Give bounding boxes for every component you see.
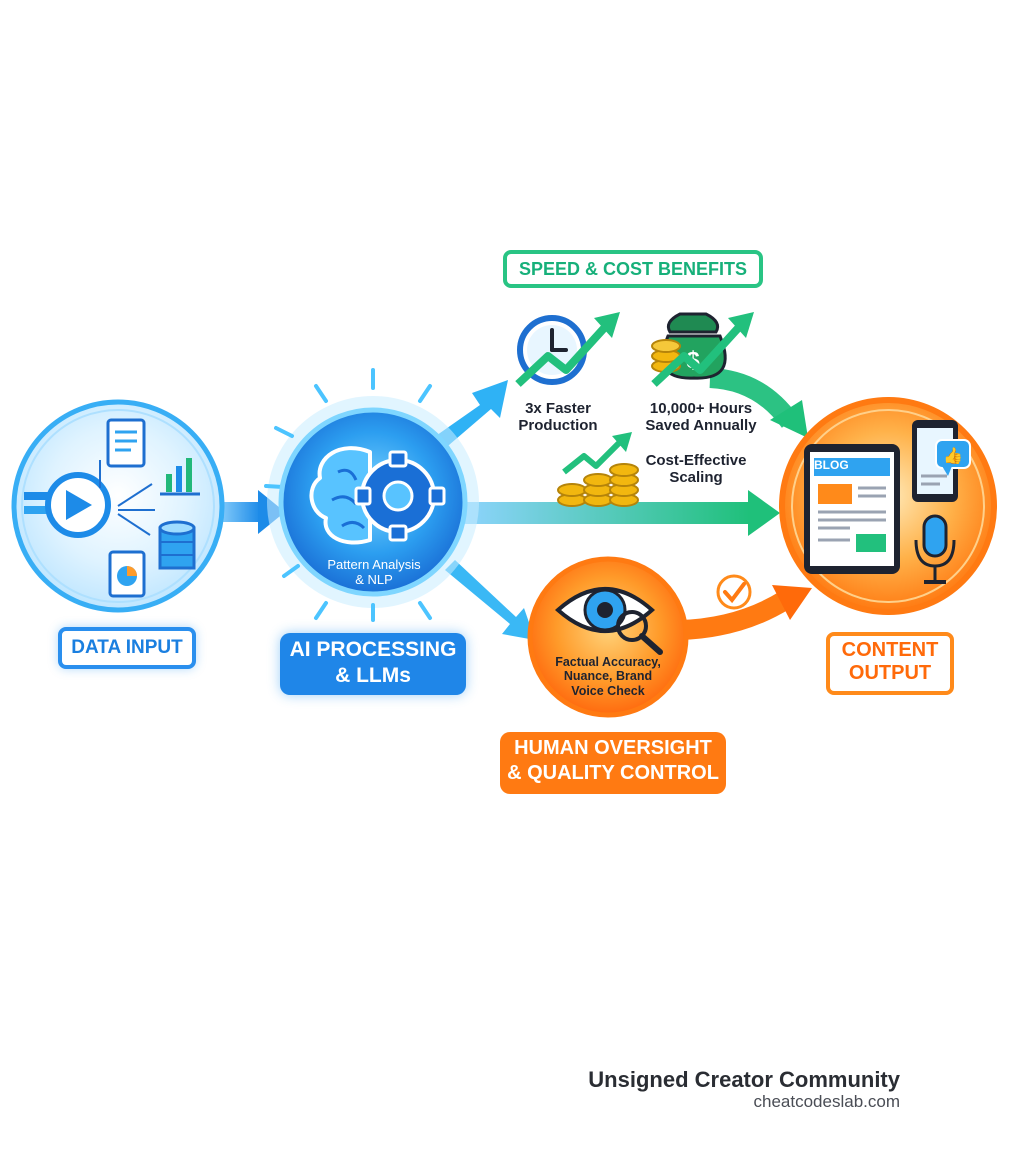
- benefits-title: SPEED & COST BENEFITS: [503, 250, 763, 288]
- tablet-icon: [804, 444, 900, 574]
- benefit-cost-effective: Cost-Effective Scaling: [636, 452, 756, 487]
- brain-icon: [309, 446, 372, 545]
- human-oversight-label: HUMAN OVERSIGHT & QUALITY CONTROL: [500, 732, 726, 794]
- data-input-label: DATA INPUT: [58, 627, 196, 669]
- benefit-line1: 3x Faster: [525, 400, 591, 417]
- benefit-hours-saved: 10,000+ Hours Saved Annually: [636, 400, 766, 435]
- ai-inner-line1: Pattern Analysis: [327, 557, 421, 572]
- ai-processing-inner-text: Pattern Analysis & NLP: [310, 557, 438, 588]
- arrow-ai-to-output: [460, 490, 780, 536]
- coin-stack-icon: [651, 312, 754, 387]
- arrow-oversight-to-output: [679, 585, 812, 640]
- ai-processing-label-line2: & LLMs: [335, 664, 411, 687]
- like-bubble-icon: 👍: [935, 439, 971, 476]
- coin-stack-icon: [557, 432, 639, 507]
- benefit-line2: Scaling: [669, 469, 723, 487]
- benefit-line1: 10,000+ Hours: [649, 400, 753, 417]
- ai-processing-label-line1: AI PROCESSING: [289, 638, 457, 661]
- benefit-line2: Saved Annually: [645, 417, 757, 435]
- benefit-line2: Production: [518, 417, 598, 435]
- brand-url: cheatcodeslab.com: [753, 1092, 900, 1111]
- database-icon: [158, 520, 196, 570]
- checkmark-icon: [716, 574, 752, 610]
- data-input-circle: [11, 399, 225, 613]
- human-oversight-circle: [527, 556, 689, 718]
- svg-text:👍: 👍: [943, 446, 963, 465]
- microphone-icon: [914, 514, 956, 584]
- benefits-title-text: SPEED & COST BENEFITS: [518, 259, 748, 279]
- bar-chart-icon: [160, 458, 200, 496]
- ai-inner-line2: & NLP: [355, 571, 393, 587]
- oversight-inner-line2: Nuance, Brand: [563, 669, 653, 684]
- eye-icon: [554, 587, 656, 633]
- arrow-benefits-to-output: [709, 368, 808, 438]
- output-label-line1: CONTENT: [841, 639, 939, 661]
- data-input-label-text: DATA INPUT: [71, 637, 183, 658]
- brand-name: Unsigned Creator Community: [588, 1067, 900, 1092]
- document-icon: [106, 418, 146, 468]
- arrow-ai-to-oversight: [445, 560, 535, 640]
- oversight-label-line1: HUMAN OVERSIGHT: [514, 737, 712, 759]
- clock-icon: [515, 312, 620, 387]
- oversight-label-line2: & QUALITY CONTROL: [507, 762, 719, 784]
- arrow-in-icon: [24, 472, 111, 538]
- gear-icon: [354, 450, 446, 542]
- benefit-line1: Cost-Effective: [645, 452, 747, 469]
- human-oversight-inner-text: Factual Accuracy, Nuance, Brand Voice Ch…: [548, 655, 668, 698]
- ai-processing-label: AI PROCESSING & LLMs: [280, 633, 466, 695]
- output-label-line2: OUTPUT: [848, 662, 932, 684]
- pie-report-icon: [108, 550, 146, 598]
- magnifier-icon: [616, 610, 663, 655]
- benefit-faster-production: 3x Faster Production: [505, 400, 611, 435]
- ai-processing-circle: [264, 368, 479, 622]
- content-output-label: CONTENT OUTPUT: [826, 632, 954, 695]
- oversight-inner-line3: Voice Check: [571, 683, 645, 698]
- blog-label: BLOG: [814, 458, 849, 472]
- oversight-inner-line1: Factual Accuracy,: [555, 655, 661, 669]
- content-output-circle: 👍: [779, 397, 997, 615]
